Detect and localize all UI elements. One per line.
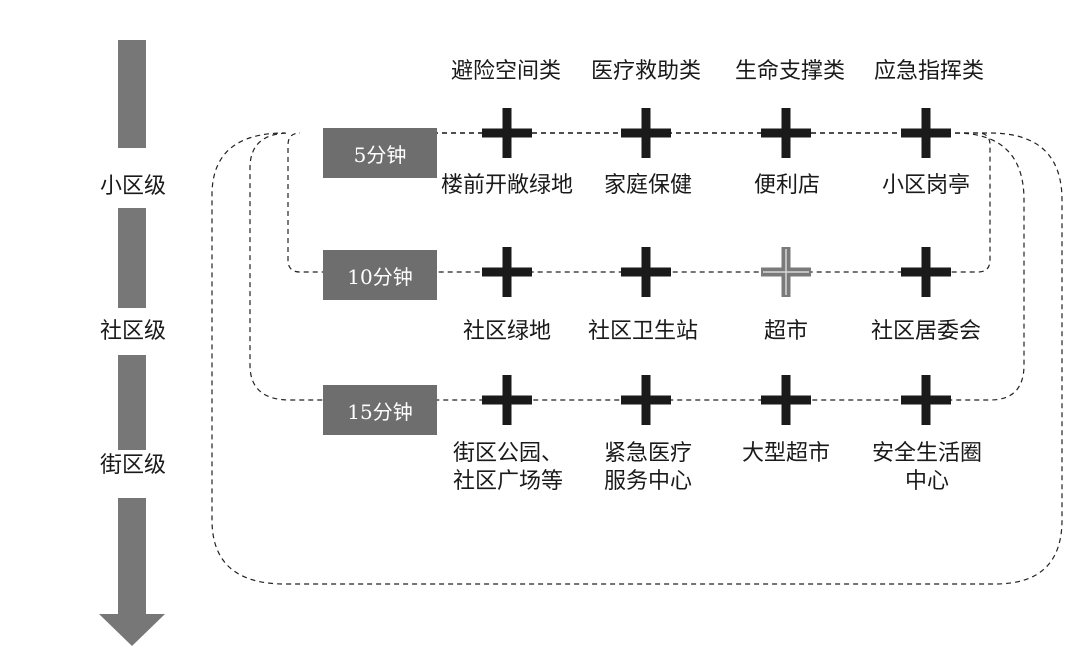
plus-icon — [761, 108, 811, 158]
level-label-shequ: 社区级 — [99, 319, 166, 344]
category-header-shelter: 避险空间类 — [450, 59, 562, 84]
plus-icon — [621, 375, 671, 425]
boundary-10min — [249, 132, 1025, 401]
plus-icon — [761, 247, 811, 297]
plus-icon — [482, 375, 532, 425]
time-box-10min: 10分钟 — [323, 250, 437, 300]
plus-icon — [901, 247, 951, 297]
category-header-medical: 医疗救助类 — [590, 59, 702, 84]
time-box-5min: 5分钟 — [323, 128, 437, 178]
arrow-segment-top — [118, 40, 146, 148]
arrow-segment-mid2 — [118, 355, 146, 450]
crosses — [482, 108, 951, 425]
category-header-command: 应急指挥类 — [873, 59, 985, 84]
plus-icon — [621, 247, 671, 297]
facility-5min-command: 小区岗亭 — [881, 173, 971, 198]
level-label-xiaoqu: 小区级 — [99, 174, 166, 199]
facility-15min-lifeline: 大型超市 — [741, 441, 831, 466]
facility-5min-shelter: 楼前开敞绿地 — [440, 173, 574, 198]
plus-icon — [901, 108, 951, 158]
facility-15min-medical: 紧急医疗 服务中心 — [603, 441, 693, 494]
facility-15min-shelter: 街区公园、 社区广场等 — [452, 441, 564, 494]
boundary-15min — [211, 132, 1063, 585]
plus-icon — [621, 108, 671, 158]
facility-10min-medical: 社区卫生站 — [587, 319, 699, 344]
category-header-lifeline: 生命支撑类 — [734, 59, 846, 84]
facility-10min-shelter: 社区绿地 — [462, 319, 552, 344]
plus-icon — [482, 108, 532, 158]
facility-15min-command: 安全生活圈 中心 — [871, 441, 983, 494]
facility-10min-lifeline: 超市 — [763, 319, 809, 344]
plus-icon — [482, 247, 532, 297]
arrow-segment-mid1 — [118, 208, 146, 308]
plus-icon — [761, 375, 811, 425]
time-box-15min: 15分钟 — [323, 385, 437, 435]
facility-5min-lifeline: 便利店 — [753, 173, 821, 198]
boundary-5min — [287, 132, 991, 273]
arrow-head — [99, 614, 165, 646]
level-label-jiequ: 街区级 — [99, 453, 166, 478]
facility-10min-command: 社区居委会 — [870, 319, 982, 344]
arrow-segment-bottom — [118, 498, 146, 616]
plus-icon — [901, 375, 951, 425]
facility-5min-medical: 家庭保健 — [603, 173, 693, 198]
